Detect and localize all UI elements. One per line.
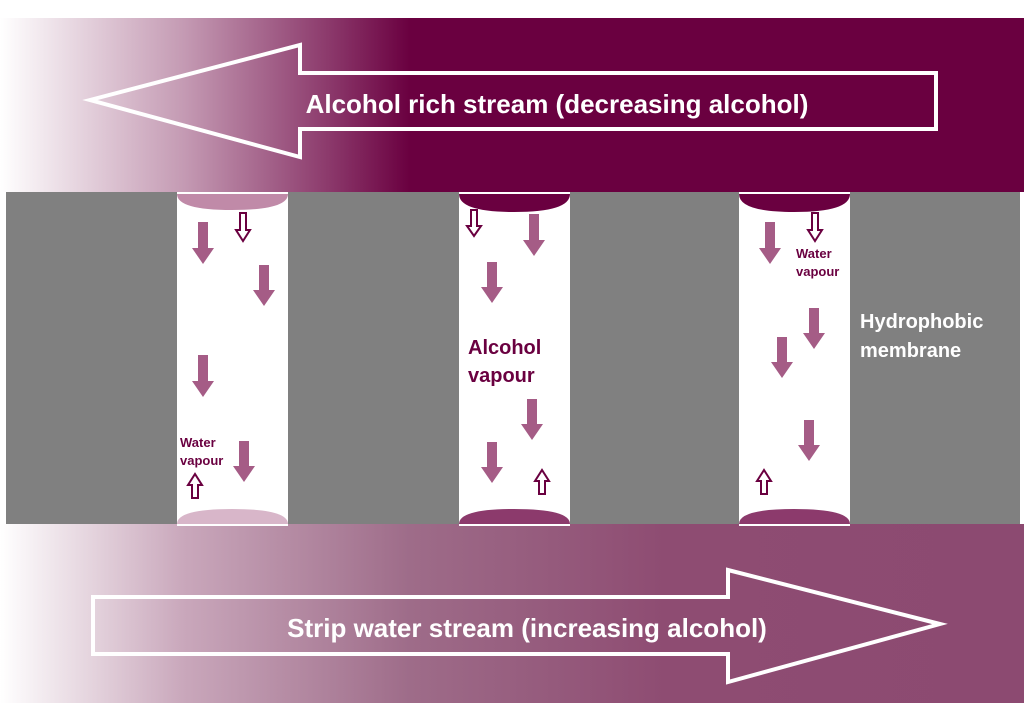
pore-top-cap [459, 194, 570, 212]
bottom-stream-label: Strip water stream (increasing alcohol) [287, 613, 767, 643]
down-arrow [192, 355, 214, 397]
bottom-stream-arrow [91, 567, 948, 685]
bottom-stream-band [0, 524, 1024, 703]
outline-up-arrow [755, 468, 773, 495]
alcohol-vapour-arrows [192, 214, 825, 483]
pore-bottom-cap [177, 509, 288, 524]
down-arrow [759, 222, 781, 264]
pore-bottom-cap [739, 509, 850, 524]
pore-3-label-line2: vapour [796, 264, 839, 279]
down-arrow [192, 222, 214, 264]
down-arrow [481, 262, 503, 303]
pore-bottom-cap [459, 509, 570, 524]
pore-top-cap [739, 194, 850, 212]
water-vapour-arrows [186, 209, 824, 499]
down-arrow [798, 420, 820, 461]
pore-3 [739, 192, 850, 526]
pore-1 [177, 192, 288, 526]
top-stream-band [0, 18, 1024, 192]
top-stream-arrow [82, 42, 938, 160]
down-arrow [803, 308, 825, 349]
membrane-label-line1: Hydrophobic [860, 311, 983, 333]
outline-up-arrow [533, 468, 551, 495]
outline-down-arrow [465, 209, 483, 238]
pore-1-label-line2: vapour [180, 453, 223, 468]
down-arrow [233, 441, 255, 482]
pore-top-cap [177, 194, 288, 210]
pore-2-label-line2: vapour [468, 365, 535, 387]
membrane-label-line2: membrane [860, 340, 961, 362]
pore-2 [459, 192, 570, 526]
pore-3-label-line1: Water [796, 246, 832, 261]
pore-channel [459, 192, 570, 526]
top-stream-label: Alcohol rich stream (decreasing alcohol) [306, 89, 809, 119]
pore-1-label-line1: Water [180, 435, 216, 450]
down-arrow [521, 399, 543, 440]
outline-down-arrow [806, 212, 824, 243]
down-arrow [771, 337, 793, 378]
outline-down-arrow [234, 212, 252, 243]
down-arrow [253, 265, 275, 306]
down-arrow [523, 214, 545, 256]
down-arrow [481, 442, 503, 483]
pore-2-label-line1: Alcohol [468, 337, 541, 359]
pore-channel [177, 192, 288, 526]
outline-up-arrow [186, 472, 204, 499]
pore-channel [739, 192, 850, 526]
